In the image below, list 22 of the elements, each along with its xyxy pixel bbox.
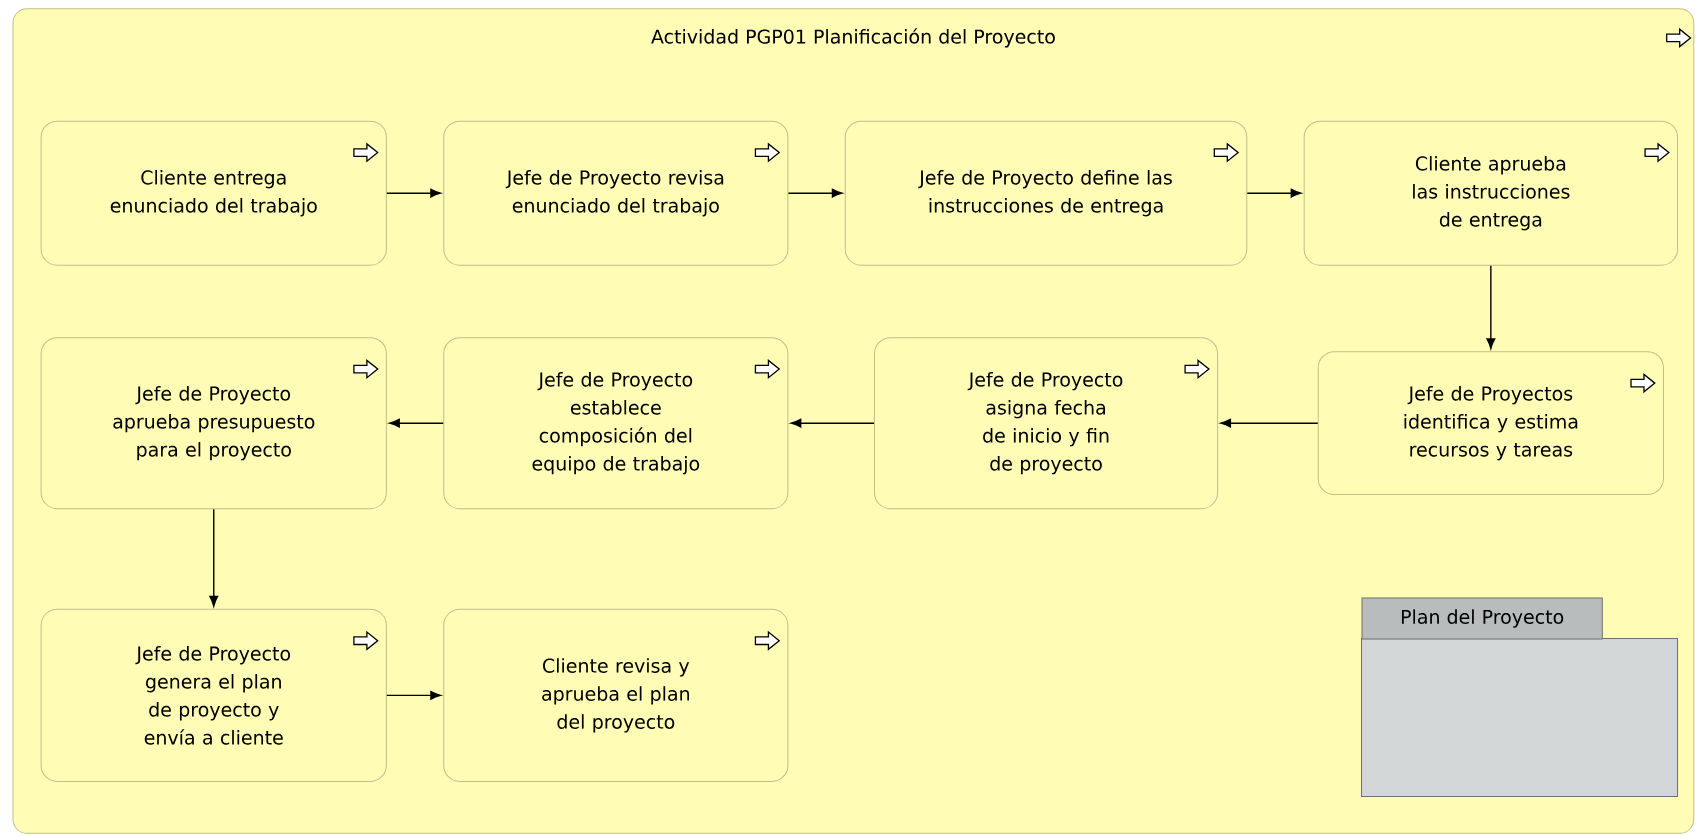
folder-drawing: Plan del Proyecto (1361, 597, 1679, 798)
task-box: Jefe de Proyecto genera el plan de proyecto y envía a cliente (40, 608, 387, 782)
arrow (790, 418, 875, 428)
task-box: Jefe de Proyecto aprueba presupuesto para el proyecto (40, 337, 387, 510)
arrow (1246, 188, 1302, 198)
arrow (1486, 264, 1496, 350)
task-box: Cliente entrega enunciado del trabajo (40, 120, 387, 266)
node-label: Plan del Proyecto (1401, 609, 1564, 628)
activity-title: Actividad PGP01 Planificación del Proyecto (651, 28, 1055, 48)
task-box: Cliente revisa y aprueba el plan del proyecto (443, 608, 789, 782)
task-box: Jefe de Proyecto define las instrucciones de entrega (844, 120, 1248, 266)
task-box: Jefe de Proyectos identifica y estima recursos y tareas (1317, 351, 1664, 496)
arrow (386, 188, 442, 198)
task-box: Jefe de Proyecto asigna fecha de inicio y fin de proyecto (874, 337, 1219, 510)
task-box: Jefe de Proyecto establece composición del equipo de trabajo (443, 337, 789, 510)
task-box: Jefe de Proyecto revisa enunciado del trabajo (443, 120, 789, 266)
task-box: Cliente aprueba las instrucciones de entrega (1303, 120, 1679, 266)
arrow (386, 690, 442, 700)
arrow (1220, 418, 1319, 428)
arrow (787, 188, 843, 198)
arrow (209, 508, 219, 607)
arrow (389, 418, 444, 428)
